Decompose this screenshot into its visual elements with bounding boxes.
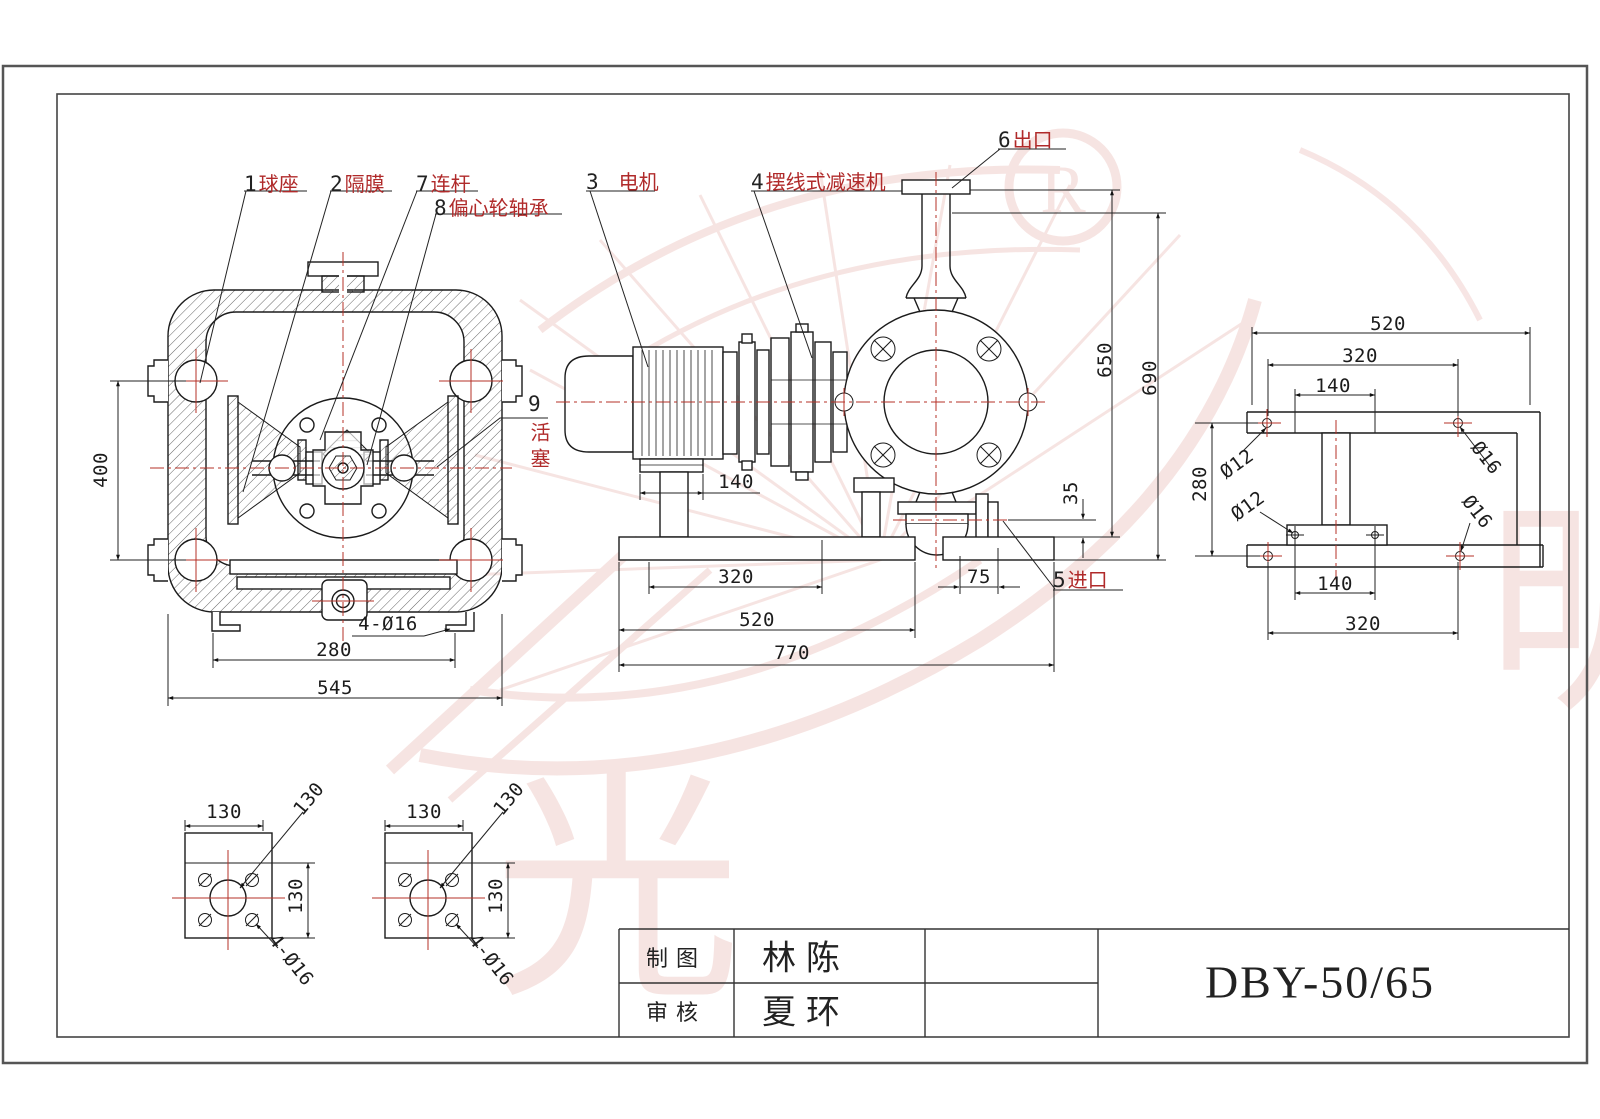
part-name: 出口 — [1012, 130, 1053, 152]
part-number: 6 — [998, 128, 1011, 152]
part-name: 进口 — [1067, 570, 1108, 592]
part-number: 5 — [1053, 568, 1066, 592]
part-label-piston-name: 活塞 — [527, 422, 549, 474]
dim-side-inlet-height: 35 — [1060, 481, 1082, 505]
dim-right-bottom-320: 320 — [1345, 613, 1381, 635]
part-name: 球座 — [258, 174, 299, 196]
flange-view-2-dimensions — [384, 811, 515, 949]
dim-side-overall-length: 770 — [774, 642, 810, 664]
dim-right-hole-span: 320 — [1342, 345, 1378, 367]
watermark-logo: R 光 明 — [385, 128, 1600, 1030]
flange-view-2-centerlines — [372, 850, 485, 950]
title-block-checked-label: 审核 — [645, 1000, 707, 1025]
dim-flange1-width: 130 — [206, 801, 242, 823]
part-label-piston-number: 9 — [528, 392, 543, 417]
dim-right-bottom-140: 140 — [1317, 573, 1353, 595]
flange-view-1-centerlines — [172, 850, 285, 950]
title-block-drawn-value: 林陈 — [762, 939, 850, 978]
part-name: 连杆 — [430, 174, 471, 196]
part-number: 4 — [751, 170, 764, 194]
part-number: 2 — [330, 172, 343, 196]
dim-front-bolt-holes: 4-Ø16 — [358, 613, 418, 635]
part-number: 7 — [416, 172, 429, 196]
watermark-char-right: 明 — [1485, 485, 1600, 740]
part-label-leaders — [199, 148, 1123, 591]
front-view — [147, 261, 523, 632]
right-view-dimensions — [1195, 327, 1531, 640]
dim-side-height-690: 690 — [1139, 360, 1161, 396]
side-view-centerlines — [556, 172, 1048, 568]
flange-view-1-dimensions — [184, 811, 315, 949]
part-number: 8 — [434, 196, 447, 220]
watermark-char-left: 光 — [492, 753, 742, 1030]
part-name: 电机 — [618, 172, 659, 194]
side-view — [564, 179, 1055, 561]
dim-side-height-650: 650 — [1094, 342, 1116, 378]
sheet-borders — [1, 64, 1589, 1065]
front-view-dimensions — [110, 380, 503, 706]
part-number: 3 — [586, 170, 599, 194]
title-block-grid — [618, 928, 1569, 1037]
part-number: 9 — [528, 392, 541, 416]
watermark-reg-mark: R — [1040, 151, 1086, 227]
right-view-centerlines — [1253, 409, 1474, 580]
title-block-drawn-label: 制图 — [645, 946, 707, 971]
dim-front-foot-span: 280 — [316, 639, 352, 661]
dim-front-height: 400 — [90, 452, 112, 488]
dim-flange1-height: 130 — [285, 878, 307, 914]
dim-side-base-inner: 320 — [718, 566, 754, 588]
dim-right-height: 280 — [1189, 466, 1211, 502]
dim-flange2-height: 130 — [485, 878, 507, 914]
dim-side-motor-base: 140 — [718, 471, 754, 493]
dim-front-overall-width: 545 — [317, 677, 353, 699]
drawing-number: DBY-50/65 — [1204, 956, 1436, 1008]
part-name: 偏心轮轴承 — [448, 198, 549, 220]
dim-flange2-width: 130 — [406, 801, 442, 823]
title-block-checked-value: 夏环 — [762, 993, 850, 1032]
side-view-dimensions — [618, 189, 1166, 672]
front-view-centerlines — [150, 252, 512, 650]
part-name: 隔膜 — [344, 174, 385, 196]
dim-right-column-span: 140 — [1315, 375, 1351, 397]
dim-side-inlet-span: 75 — [967, 566, 991, 588]
part-name: 摆线式减速机 — [765, 172, 886, 194]
dim-right-top-width: 520 — [1370, 313, 1406, 335]
part-label-motor: 3 电机 — [586, 166, 659, 195]
part-number: 1 — [244, 172, 257, 196]
dim-side-base-width: 520 — [739, 609, 775, 631]
